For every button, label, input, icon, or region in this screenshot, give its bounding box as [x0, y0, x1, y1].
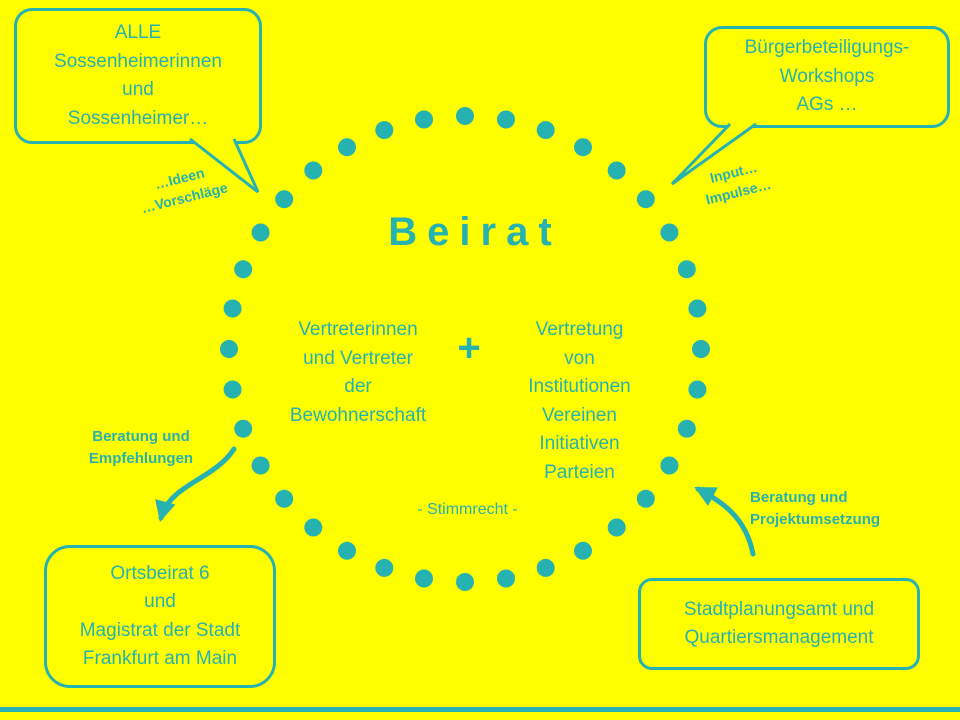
text-line: Sossenheimer…	[67, 107, 209, 129]
circle-dot	[660, 223, 679, 242]
circle-dot	[497, 110, 515, 129]
circle-dot	[415, 569, 433, 588]
circle-dot	[375, 121, 394, 140]
diagram-title: Beirat	[388, 210, 562, 254]
circle-dot	[607, 518, 626, 537]
circle-dot	[223, 380, 242, 399]
circle-dot	[304, 161, 323, 180]
voting-note: - Stimmrecht -	[417, 501, 518, 518]
text-line: Empfehlungen	[88, 449, 194, 467]
circle-dot	[574, 541, 592, 560]
circle-dot	[251, 223, 270, 242]
circle-dot	[375, 558, 394, 577]
circle-dot	[688, 299, 707, 318]
text-line: von	[564, 347, 595, 369]
text-line: ALLE	[114, 22, 162, 43]
circle-dot	[275, 190, 294, 209]
text-line: Bürgerbeteiligungs-	[744, 37, 910, 59]
circle-dot	[456, 107, 474, 125]
circle-dot	[220, 340, 238, 358]
text-line: Beratung und	[92, 428, 190, 445]
text-line: Ortsbeirat 6	[110, 562, 210, 584]
text-line: Initiativen	[539, 433, 620, 454]
text-line: und	[122, 79, 154, 100]
text-line: Magistrat der Stadt	[79, 619, 241, 641]
text-line: Beratung und	[750, 489, 848, 506]
text-line: Frankfurt am Main	[82, 648, 238, 669]
circle-dot	[223, 299, 242, 318]
bottom-border-line	[0, 707, 960, 712]
circle-dot	[636, 190, 655, 209]
text-line: Parteien	[544, 461, 615, 483]
circle-dot	[251, 456, 270, 475]
text-line: Stadtplanungsamt und	[683, 598, 875, 620]
circle-dot	[607, 161, 626, 180]
circle-dot	[234, 419, 253, 438]
circle-dot	[234, 260, 253, 279]
text-line: und Vertreter	[303, 347, 413, 369]
circle-dot	[688, 380, 707, 399]
circle-dot	[456, 573, 474, 591]
text-line: Vertretung	[535, 319, 624, 340]
text-line: AGs …	[796, 94, 858, 116]
circle-dot	[304, 518, 323, 537]
circle-dot	[338, 138, 356, 157]
circle-dot	[677, 419, 696, 438]
text-line: Workshops	[779, 65, 875, 87]
circle-dot	[415, 110, 433, 129]
text-line: Sossenheimerinnen	[54, 50, 222, 72]
circle-dot	[536, 121, 555, 140]
circle-dot	[677, 260, 696, 279]
text-line: Vereinen	[541, 404, 617, 426]
circle-dot	[536, 558, 555, 577]
circle-dot	[275, 489, 294, 508]
text-line: Bewohnerschaft	[289, 404, 427, 426]
text-line: Projektumsetzung	[750, 510, 881, 528]
circle-dot	[338, 541, 356, 560]
text-line: Institutionen	[528, 376, 631, 397]
circle-dot	[636, 489, 655, 508]
text-line: Quartiersmanagement	[684, 627, 874, 648]
annotation-ideas-vorschlaege: …Ideen…Vorschläge	[113, 153, 251, 224]
annotation-input-impulse: Input…Impulse…	[675, 149, 797, 216]
circle-dot	[497, 569, 515, 588]
text-line: der	[344, 376, 372, 397]
text-line: und	[144, 591, 176, 612]
circle-dot	[692, 340, 710, 358]
plus-sign: +	[457, 326, 481, 370]
text-line: Vertreterinnen	[298, 319, 418, 340]
arrow-to-circle	[694, 486, 756, 557]
circle-dot	[574, 138, 592, 157]
